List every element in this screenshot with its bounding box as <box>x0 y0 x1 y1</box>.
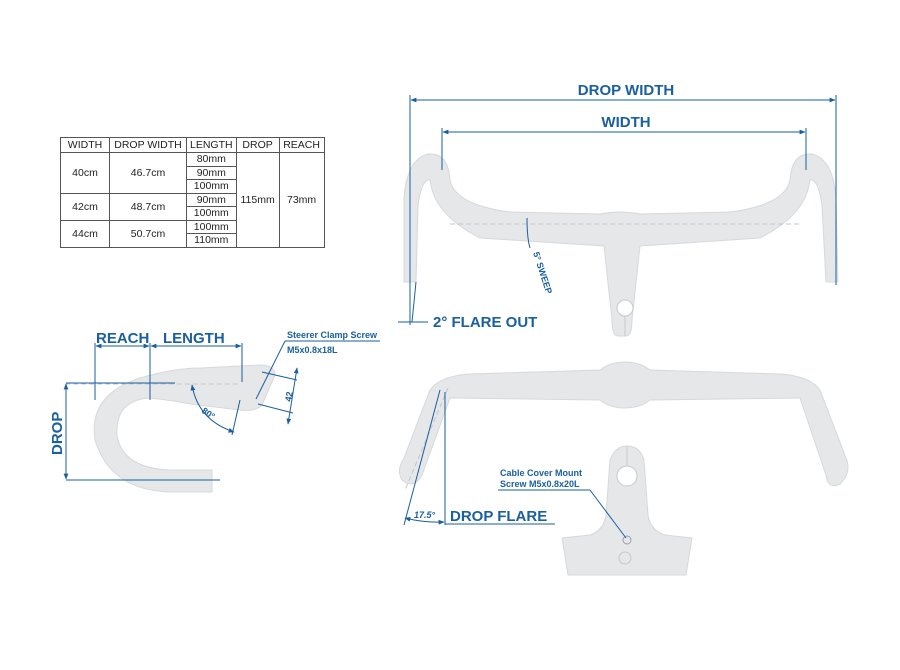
drop-label: DROP <box>49 412 66 455</box>
spec-table: WIDTH DROP WIDTH LENGTH DROP REACH 40cm … <box>60 137 325 248</box>
drop-flare-view: 17.5° DROP FLARE <box>398 361 849 526</box>
table-row: 100mm <box>61 206 325 221</box>
stem-lower-hole <box>618 551 632 565</box>
table-header-row: WIDTH DROP WIDTH LENGTH DROP REACH <box>60 137 325 153</box>
drop-flare-label: DROP FLARE <box>450 508 547 525</box>
drop-flare-angle-label: 17.5° <box>414 510 436 520</box>
cell-drop-width: 50.7cm <box>109 219 187 248</box>
length-label: LENGTH <box>163 330 225 347</box>
cable-cover-screw <box>622 535 632 545</box>
reach-label: REACH <box>96 330 149 347</box>
cell-length: 90mm <box>186 192 237 207</box>
flare-out-line <box>411 281 417 323</box>
stem-top-view: Cable Cover Mount Screw M5x0.8x20L <box>498 445 693 576</box>
clamp-height-dimension <box>286 367 299 425</box>
steerer-screw-label: Steerer Clamp Screw <box>287 330 378 340</box>
cell-length: 100mm <box>186 179 237 194</box>
drop-flare-arc <box>404 516 445 525</box>
table-row: 100mm <box>61 179 325 194</box>
cell-reach: 73mm <box>278 152 325 248</box>
cell-length: 80mm <box>186 152 237 167</box>
cell-drop: 115mm <box>235 152 280 248</box>
flare-centerline <box>404 387 449 491</box>
header-width: WIDTH <box>60 137 110 153</box>
table-row: 90mm <box>61 165 325 180</box>
header-length: LENGTH <box>186 137 237 153</box>
flare-out-label: 2° FLARE OUT <box>433 314 537 331</box>
drop-flare-angled <box>403 389 441 526</box>
header-reach: REACH <box>278 137 325 153</box>
stem-steerer-hole <box>616 465 638 487</box>
front-view: DROP WIDTH WIDTH 2° FLARE OUT 5° SWEEP <box>398 82 839 337</box>
cell-width: 42cm <box>60 192 110 221</box>
table-row: 44cm 50.7cm 100mm <box>60 219 325 248</box>
stem-body <box>561 445 693 576</box>
cell-length: 90mm <box>186 165 237 180</box>
cell-length: 110mm <box>186 233 237 248</box>
cell-length: 100mm <box>186 206 237 221</box>
steerer-screw-spec: M5x0.8x18L <box>287 345 338 355</box>
angle-80-line <box>231 399 241 436</box>
angle-80-arc <box>190 384 235 433</box>
header-drop-width: DROP WIDTH <box>109 137 187 153</box>
steerer-screw-leader <box>255 340 286 400</box>
steerer-hole <box>616 299 634 317</box>
clamp-ext-bottom <box>257 403 294 414</box>
angle-80-label: 80° <box>200 405 217 421</box>
cable-cover-label: Cable Cover Mount <box>500 468 582 478</box>
header-drop: DROP <box>235 137 280 153</box>
cell-width: 44cm <box>60 219 110 248</box>
flare-handlebar <box>398 361 849 487</box>
sweep-label: 5° SWEEP <box>531 251 554 296</box>
clamp-height-label: 42 <box>283 391 295 403</box>
table-row: 40cm 46.7cm 80mm 115mm 73mm <box>60 152 325 248</box>
sweep-arc <box>526 217 531 249</box>
cable-cover-leader <box>589 489 627 539</box>
drop-width-label: DROP WIDTH <box>578 82 674 99</box>
width-label: WIDTH <box>601 114 650 131</box>
cable-cover-spec: Screw M5x0.8x20L <box>500 479 580 489</box>
table-row: 110mm <box>61 233 325 248</box>
side-view: REACH LENGTH DROP 80° 42 Steerer Clamp S… <box>49 330 380 493</box>
cell-width: 40cm <box>60 152 110 194</box>
